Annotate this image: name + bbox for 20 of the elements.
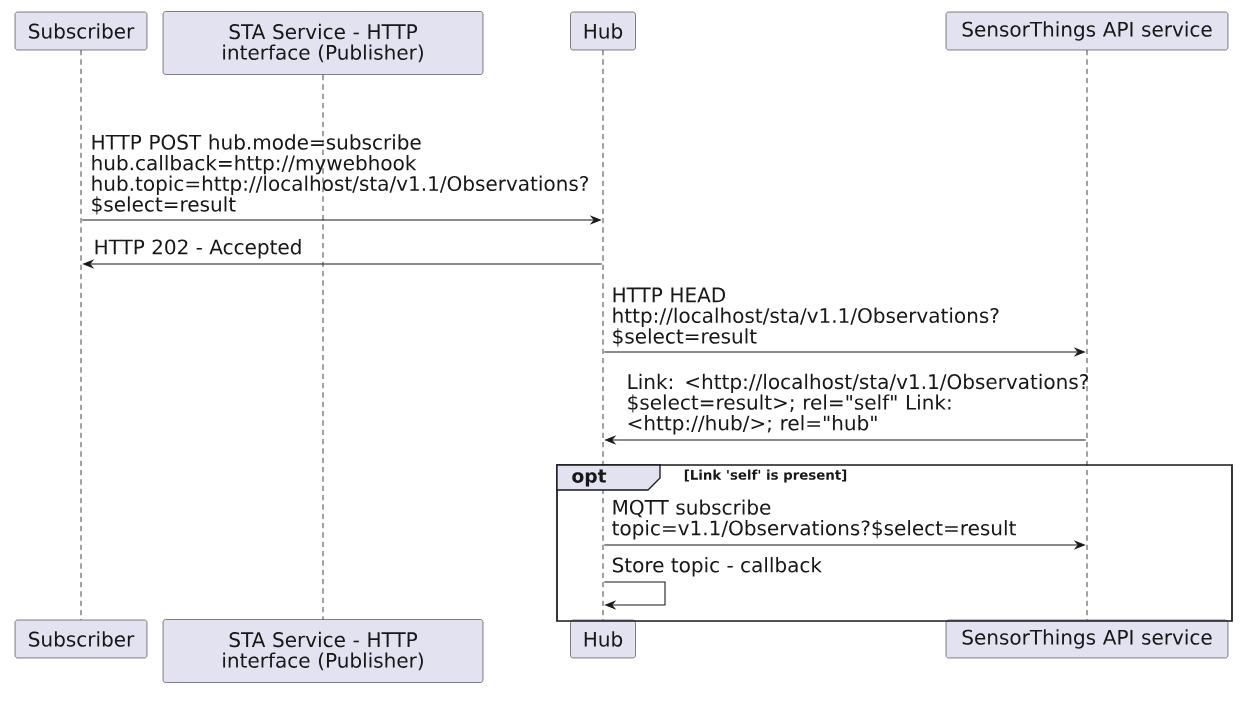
participant-box: STA Service - HTTP interface (Publisher): [162, 11, 484, 75]
participant-box: STA Service - HTTP interface (Publisher): [162, 619, 484, 683]
lifeline: [80, 49, 82, 621]
message-label: HTTP HEAD http://localhost/sta/v1.1/Observations? $select=result: [613, 287, 999, 347]
message-label: MQTT subscribe topic=v1.1/Observations?$select=result: [612, 499, 1016, 540]
message-label: Link: <http://localhost/sta/v1.1/Observations? $select=result>; rel="self" Link: <http://hub/>; rel="hub": [628, 373, 1088, 435]
message-label: HTTP POST hub.mode=subscribe hub.callback=http://mywebhook hub.topic=http://localhost/sta/v1.1/Observations? $select=result: [92, 134, 588, 215]
participant-box: Subscriber: [14, 619, 148, 659]
fragment-tab: opt [Link 'self' is present]: [556, 464, 847, 491]
participant-box: SensorThings API service: [945, 619, 1229, 659]
node-label: [Link 'self' is present]: [684, 469, 847, 483]
message-label: Store topic - callback: [612, 557, 822, 577]
message-label: HTTP 202 - Accepted: [95, 239, 301, 259]
self-message-arrow: [603, 581, 666, 610]
participant-box: Hub: [570, 619, 636, 659]
lifeline: [1086, 49, 1088, 621]
participant-box: Subscriber: [14, 11, 148, 51]
participant-box: SensorThings API service: [945, 11, 1229, 51]
participant-box: Hub: [570, 11, 636, 51]
lifeline: [602, 49, 604, 621]
